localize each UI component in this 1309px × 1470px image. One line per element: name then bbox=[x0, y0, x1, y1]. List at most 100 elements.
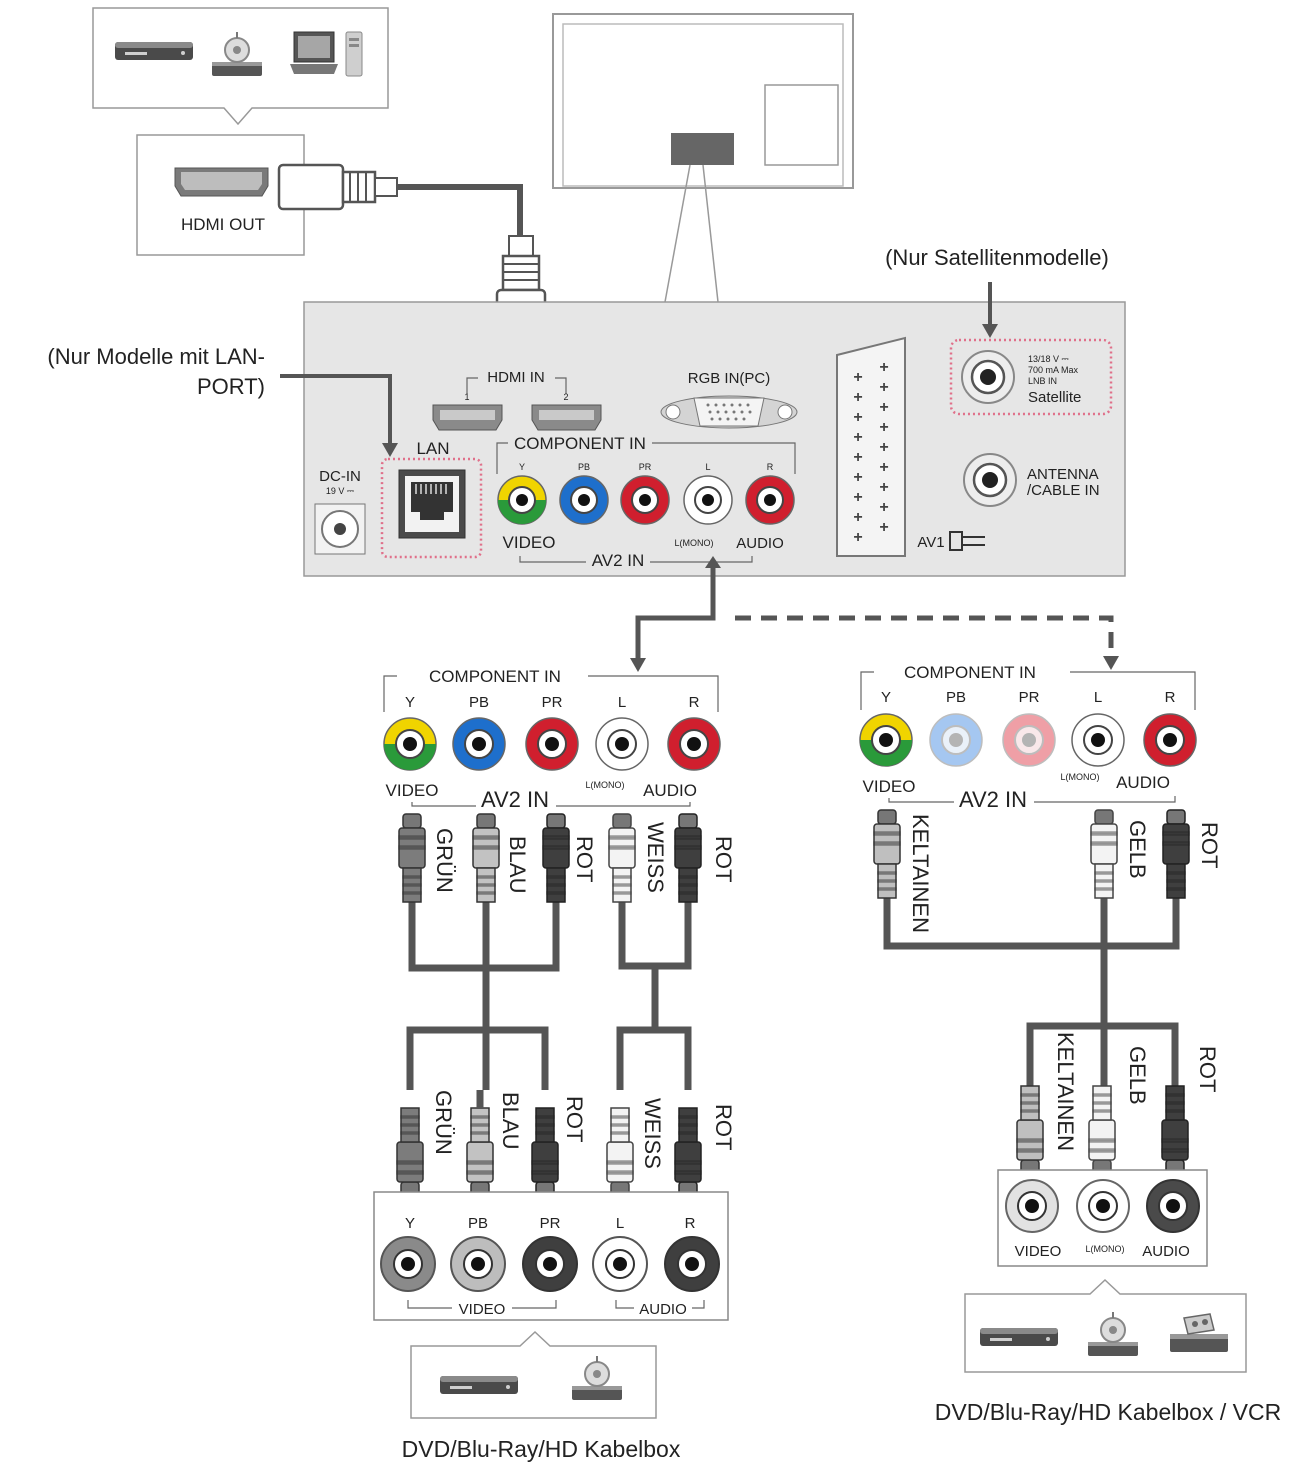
left-device-jack-pb[interactable] bbox=[450, 1236, 506, 1292]
right-label-rot-top: ROT bbox=[1197, 822, 1222, 868]
right-device-video-label: VIDEO bbox=[1015, 1243, 1062, 1260]
satellite-lnb-port[interactable] bbox=[961, 350, 1015, 404]
sat-spec-1: 13/18 V ⎓ bbox=[1028, 354, 1069, 364]
right-plug-red-bottom bbox=[1161, 1085, 1189, 1175]
hdmi-in-port-1[interactable] bbox=[432, 404, 503, 431]
scart-icon bbox=[949, 531, 985, 551]
left-plug-red-bottom bbox=[531, 1107, 559, 1197]
left-plug-green-top bbox=[398, 813, 426, 903]
satellite-label: Satellite bbox=[1028, 389, 1081, 406]
svg-text:+: + bbox=[853, 469, 862, 486]
lan-only-note-line1: (Nur Modelle mit LAN- bbox=[47, 344, 265, 369]
left-device-jack-pr[interactable] bbox=[522, 1236, 578, 1292]
right-caption: DVD/Blu-Ray/HD Kabelbox / VCR bbox=[935, 1399, 1281, 1425]
left-label-rot2-bottom: ROT bbox=[711, 1104, 736, 1150]
left-plug-blue-top bbox=[472, 813, 500, 903]
rgb-in-label: RGB IN(PC) bbox=[688, 370, 771, 387]
left-pr-label: PR bbox=[542, 694, 563, 711]
hdmi-port-2-label: 2 bbox=[563, 392, 568, 402]
right-pr-label: PR bbox=[1019, 689, 1040, 706]
right-jack-pr[interactable] bbox=[1002, 713, 1056, 767]
dc-in-label: DC-IN bbox=[319, 468, 361, 485]
left-label-weiss-bottom: WEISS bbox=[640, 1098, 665, 1169]
svg-text:+: + bbox=[853, 389, 862, 406]
sat-spec-3: LNB IN bbox=[1028, 376, 1057, 386]
left-jack-audio-l[interactable] bbox=[595, 717, 649, 771]
right-label-gelb-top: GELB bbox=[1125, 820, 1150, 879]
right-label-rot-bottom: ROT bbox=[1195, 1046, 1220, 1092]
hdmi-out-box: HDMI OUT bbox=[136, 134, 305, 256]
right-plug-yellow-bottom bbox=[1016, 1085, 1044, 1175]
svg-text:+: + bbox=[879, 459, 888, 476]
right-device-mono-label: L(MONO) bbox=[1086, 1244, 1125, 1254]
tv-jack-audio-r[interactable] bbox=[745, 475, 795, 525]
left-label-blau-bottom: BLAU bbox=[498, 1092, 523, 1149]
right-jack-audio-l[interactable] bbox=[1071, 713, 1125, 767]
left-pb-label: PB bbox=[469, 694, 489, 711]
right-device-audio-label: AUDIO bbox=[1142, 1243, 1190, 1260]
left-mono-label: L(MONO) bbox=[586, 780, 625, 790]
left-jack-audio-r[interactable] bbox=[667, 717, 721, 771]
left-device-pb-label: PB bbox=[468, 1215, 488, 1232]
tv-jack-audio-l[interactable] bbox=[683, 475, 733, 525]
left-plug-red2-top bbox=[674, 813, 702, 903]
dc-in-port[interactable] bbox=[314, 503, 366, 555]
left-jack-pr[interactable] bbox=[525, 717, 579, 771]
cable-in-label: /CABLE IN bbox=[1027, 482, 1100, 499]
left-jack-pb[interactable] bbox=[452, 717, 506, 771]
right-jack-audio-r[interactable] bbox=[1143, 713, 1197, 767]
svg-text:+: + bbox=[853, 529, 862, 546]
tv-video-label: VIDEO bbox=[503, 533, 556, 552]
right-cable-bundle bbox=[883, 896, 1180, 1090]
left-device-icons bbox=[410, 1330, 657, 1419]
svg-text:+: + bbox=[879, 499, 888, 516]
hdmi-source-devices bbox=[92, 7, 389, 126]
rgb-in-port[interactable] bbox=[660, 395, 798, 429]
hdmi-in-port-2[interactable] bbox=[531, 404, 602, 431]
left-plug-white-bottom bbox=[606, 1107, 634, 1197]
hdmi-in-label: HDMI IN bbox=[487, 369, 545, 386]
left-r-label: R bbox=[689, 694, 700, 711]
tv-jack-y-video[interactable] bbox=[497, 475, 547, 525]
antenna-cable-in-port[interactable] bbox=[963, 453, 1017, 507]
lan-port[interactable] bbox=[398, 469, 466, 539]
scart-av1-port[interactable]: +++++++++ +++++++++ bbox=[836, 336, 906, 557]
svg-text:+: + bbox=[853, 429, 862, 446]
tv-component-in-label: COMPONENT IN bbox=[514, 434, 646, 453]
right-plug-yellow-top bbox=[873, 809, 901, 899]
right-device-jack-r[interactable] bbox=[1146, 1179, 1200, 1233]
svg-text:+: + bbox=[879, 399, 888, 416]
right-component-in-label: COMPONENT IN bbox=[904, 663, 1036, 682]
tv-jack-pr[interactable] bbox=[620, 475, 670, 525]
right-pb-label: PB bbox=[946, 689, 966, 706]
svg-text:+: + bbox=[853, 449, 862, 466]
satellite-highlight bbox=[949, 338, 1113, 416]
laptop-pc-icon bbox=[290, 31, 363, 77]
right-l-label: L bbox=[1094, 689, 1102, 706]
lan-note-arrow bbox=[280, 374, 398, 457]
left-label-gruen-top: GRÜN bbox=[432, 828, 457, 893]
right-plug-red-top bbox=[1162, 809, 1190, 899]
tv-r-label: R bbox=[767, 462, 774, 472]
left-jack-y-video[interactable] bbox=[383, 717, 437, 771]
left-device-jack-r[interactable] bbox=[664, 1236, 720, 1292]
left-video-label: VIDEO bbox=[386, 781, 439, 800]
tv-jack-pb[interactable] bbox=[559, 475, 609, 525]
left-device-jack-l[interactable] bbox=[592, 1236, 648, 1292]
left-label-rot-top: ROT bbox=[572, 836, 597, 882]
right-jack-pb[interactable] bbox=[929, 713, 983, 767]
sat-spec-2: 700 mA Max bbox=[1028, 365, 1079, 375]
left-label-weiss-top: WEISS bbox=[643, 822, 668, 893]
svg-text:+: + bbox=[879, 419, 888, 436]
av2-connection-arrow bbox=[630, 556, 721, 672]
right-video-label: VIDEO bbox=[863, 777, 916, 796]
lan-only-note-line2: PORT) bbox=[197, 374, 265, 399]
left-l-label: L bbox=[618, 694, 626, 711]
right-jack-y-video[interactable] bbox=[859, 713, 913, 767]
left-device-jack-y[interactable] bbox=[380, 1236, 436, 1292]
left-y-label: Y bbox=[405, 694, 415, 711]
right-device-jack-video[interactable] bbox=[1005, 1179, 1059, 1233]
left-device-y-label: Y bbox=[405, 1215, 415, 1232]
right-device-jack-l[interactable] bbox=[1076, 1179, 1130, 1233]
vcr-icon bbox=[1170, 1313, 1228, 1352]
